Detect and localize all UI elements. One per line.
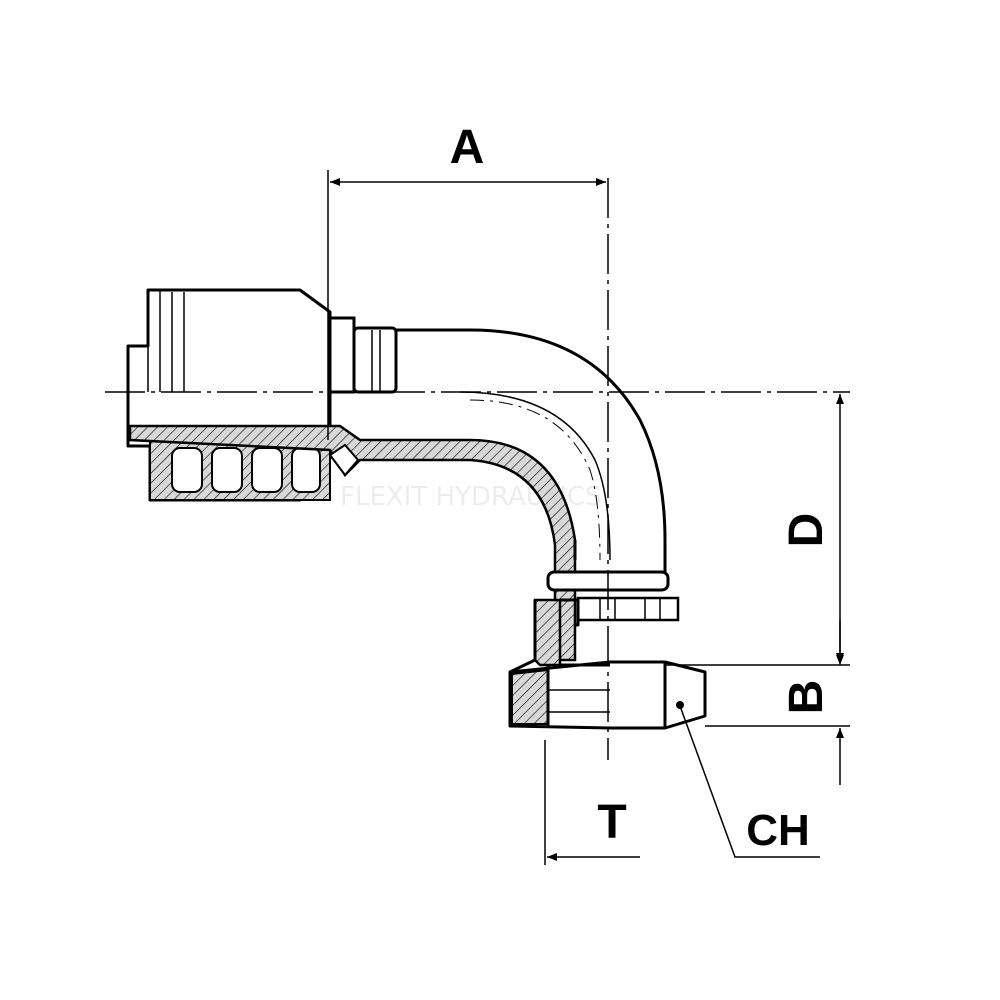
dimension-d: D <box>780 394 844 663</box>
dimension-label-b: B <box>780 680 833 715</box>
ferrule-teeth <box>149 439 331 501</box>
collar-ring <box>352 326 398 394</box>
construction-lines <box>105 170 850 865</box>
collar-ring <box>328 316 356 394</box>
dimension-label-d: D <box>780 513 833 548</box>
dimension-label-ch: CH <box>746 806 810 855</box>
dimension-t: T <box>547 796 640 861</box>
dimension-b: B <box>780 620 844 785</box>
swivel-nut-hex <box>508 660 707 730</box>
dimension-label-a: A <box>450 121 485 174</box>
dimension-a: A <box>330 121 606 186</box>
nut-upper-section <box>533 598 562 667</box>
dimension-ch: CH <box>679 705 820 858</box>
elbow-outer <box>396 328 667 575</box>
dimension-label-t: T <box>597 796 626 849</box>
neck-collar <box>576 596 680 622</box>
stem-wall-section <box>128 424 577 662</box>
